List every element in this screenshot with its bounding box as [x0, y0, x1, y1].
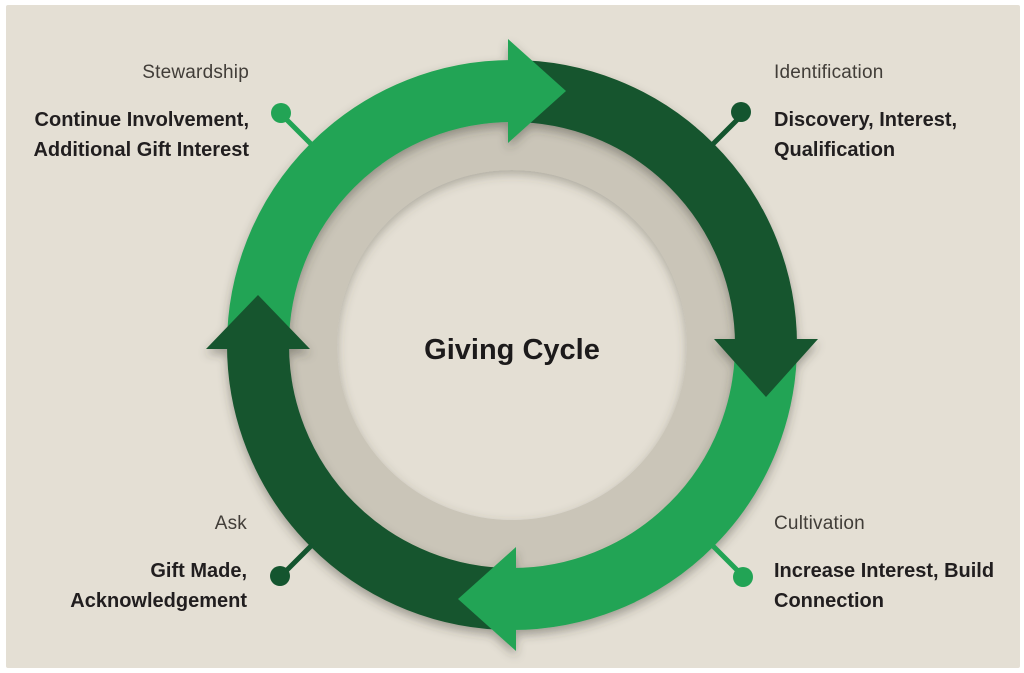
connector-dot-stewardship	[271, 103, 291, 123]
arc-stewardship	[227, 60, 513, 346]
connector-dot-cultivation	[733, 567, 753, 587]
connectors	[270, 102, 753, 587]
stage-label-stewardship: Stewardship Continue Involvement, Additi…	[33, 62, 249, 165]
arc-cultivation	[511, 344, 797, 630]
arrowhead-bottom-icon	[458, 547, 516, 651]
stage-label-identification: Identification Discovery, Interest, Qual…	[774, 62, 957, 165]
arrowhead-top-icon	[508, 39, 566, 143]
connector-line-cultivation	[710, 543, 743, 576]
stage-name-cultivation: Cultivation	[774, 513, 865, 534]
arrowhead-right-icon	[714, 339, 818, 397]
stage-name-stewardship: Stewardship	[142, 62, 249, 83]
diagram-title: Giving Cycle	[424, 334, 600, 366]
stage-label-cultivation: Cultivation Increase Interest, Build Con…	[774, 513, 994, 616]
connector-dot-ask	[270, 566, 290, 586]
arrowhead-left-icon	[206, 295, 310, 349]
stage-desc-identification: Discovery, Interest, Qualification	[774, 109, 958, 161]
stage-name-identification: Identification	[774, 62, 884, 83]
arc-identification	[511, 60, 797, 346]
stage-desc-cultivation: Increase Interest, Build Connection	[774, 560, 995, 612]
stage-desc-ask: Gift Made, Acknowledgement	[70, 560, 247, 612]
connector-dot-identification	[731, 102, 751, 122]
stage-name-ask: Ask	[214, 513, 247, 534]
arc-ask	[227, 344, 513, 630]
connector-line-stewardship	[281, 114, 314, 147]
inner-gray-ring	[289, 122, 735, 568]
connector-line-ask	[281, 543, 314, 576]
stage-desc-stewardship: Continue Involvement, Additional Gift In…	[33, 109, 249, 161]
connector-line-identification	[710, 114, 743, 147]
stage-label-ask: Ask Gift Made, Acknowledgement	[70, 513, 247, 616]
